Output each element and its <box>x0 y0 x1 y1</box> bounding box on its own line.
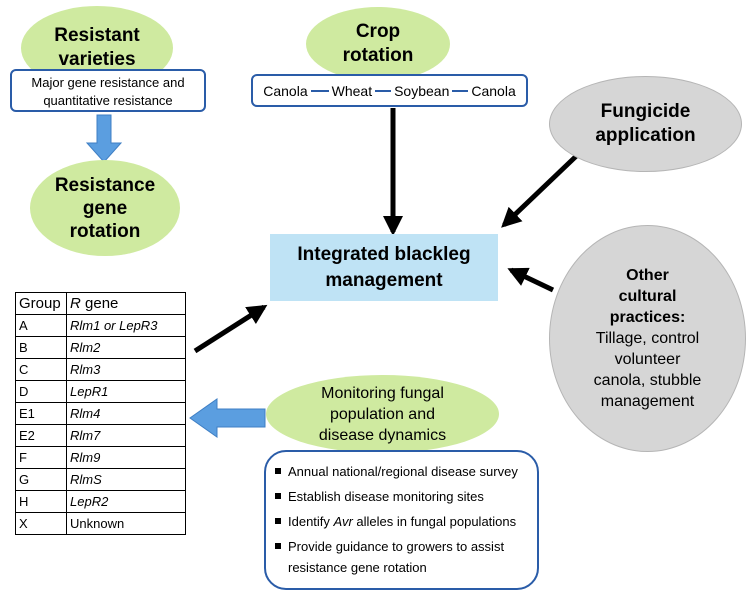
list-item: Provide guidance to growers to assist res… <box>270 536 533 578</box>
r-gene-cell: Rlm9 <box>66 446 186 469</box>
crop-rotation-line2: rotation <box>342 45 414 66</box>
group-cell: X <box>15 512 67 535</box>
practices-body4: management <box>600 393 695 410</box>
crop-rotation-line1: Crop <box>355 21 401 42</box>
crop-rotation-ellipse: Crop rotation <box>306 7 450 81</box>
header-r-italic: R <box>70 294 81 312</box>
list-item: Annual national/regional disease survey <box>270 461 533 482</box>
group-cell: H <box>15 490 67 513</box>
block-arrow-down <box>85 114 123 163</box>
r-gene-cell: Rlm3 <box>66 358 186 381</box>
major-gene-box: Major gene resistance and quantitative r… <box>10 69 206 112</box>
monitoring-item3-post: alleles in fungal populations <box>352 514 517 529</box>
r-gene-cell: Rlm2 <box>66 336 186 359</box>
sequence-connector <box>310 89 329 92</box>
monitoring-line1: Monitoring fungal <box>321 384 444 402</box>
table-header-row: Group R gene <box>15 292 186 315</box>
monitoring-list: Annual national/regional disease survey … <box>270 461 533 578</box>
r-gene-cell: Rlm1 or LepR3 <box>66 314 186 337</box>
r-gene-cell: Rlm4 <box>66 402 186 425</box>
r-gene-cell: Rlm7 <box>66 424 186 447</box>
group-cell: E1 <box>15 402 67 425</box>
crop-sequence-item: Canola <box>263 82 308 99</box>
practices-body3: canola, stubble <box>593 372 702 389</box>
major-gene-line2: quantitative resistance <box>43 93 173 108</box>
group-cell: B <box>15 336 67 359</box>
monitoring-line2: population and <box>330 405 435 423</box>
arrow-practices-to-center <box>507 267 555 293</box>
monitoring-item4-line1: Provide guidance to growers to assist <box>288 539 505 554</box>
monitoring-item2: Establish disease monitoring sites <box>288 489 484 504</box>
center-line1: Integrated blackleg <box>297 243 471 265</box>
r-gene-cell: LepR1 <box>66 380 186 403</box>
practices-title2: cultural <box>618 288 677 305</box>
practices-title1: Other <box>626 267 669 284</box>
monitoring-item3-italic: Avr <box>333 514 353 529</box>
monitoring-ellipse: Monitoring fungal population and disease… <box>266 375 499 453</box>
group-cell: D <box>15 380 67 403</box>
list-item: Establish disease monitoring sites <box>270 486 533 507</box>
integrated-management-box: Integrated blackleg management <box>270 234 498 301</box>
group-cell: F <box>15 446 67 469</box>
header-group: Group <box>15 292 67 315</box>
resistant-varieties-line2: varieties <box>58 49 136 70</box>
resistant-varieties-line1: Resistant <box>54 25 140 46</box>
monitoring-items-box: Annual national/regional disease survey … <box>264 450 539 590</box>
sequence-connector <box>452 89 469 92</box>
monitoring-item4-line2: resistance gene rotation <box>288 560 427 575</box>
group-cell: E2 <box>15 424 67 447</box>
resistance-gene-rotation-ellipse: Resistance gene rotation <box>30 160 180 256</box>
r-gene-cell: Unknown <box>66 512 186 535</box>
major-gene-line1: Major gene resistance and <box>31 75 185 90</box>
fungicide-line1: Fungicide <box>600 101 691 122</box>
crop-sequence-item: Soybean <box>394 82 450 99</box>
practices-body2: volunteer <box>614 351 681 368</box>
group-cell: A <box>15 314 67 337</box>
center-line2: management <box>325 269 443 291</box>
r-gene-cell: LepR2 <box>66 490 186 513</box>
fungicide-line2: application <box>595 125 696 146</box>
crop-sequence-item: Wheat <box>331 82 373 99</box>
other-practices-ellipse: Other cultural practices: Tillage, contr… <box>549 225 746 452</box>
list-item: Identify Avr alleles in fungal populatio… <box>270 511 533 532</box>
header-gene-rest: gene <box>80 294 119 312</box>
monitoring-item1: Annual national/regional disease survey <box>288 464 518 479</box>
fungicide-ellipse: Fungicide application <box>549 76 742 172</box>
arrow-table-to-center <box>193 304 268 354</box>
practices-body1: Tillage, control <box>595 330 700 347</box>
crop-sequence-item: Canola <box>471 82 516 99</box>
crop-sequence-box: Canola Wheat Soybean Canola <box>251 74 528 107</box>
group-cell: C <box>15 358 67 381</box>
r-gene-cell: RlmS <box>66 468 186 491</box>
group-cell: G <box>15 468 67 491</box>
practices-title3: practices: <box>609 309 686 326</box>
header-r-gene: R gene <box>66 292 186 315</box>
sequence-connector <box>375 89 392 92</box>
rgr-line1: Resistance <box>54 174 156 196</box>
monitoring-item3-pre: Identify <box>288 514 334 529</box>
block-arrow-left <box>189 398 266 438</box>
rgr-line3: rotation <box>69 220 141 242</box>
monitoring-line3: disease dynamics <box>318 426 447 444</box>
rgr-line2: gene <box>82 197 128 219</box>
